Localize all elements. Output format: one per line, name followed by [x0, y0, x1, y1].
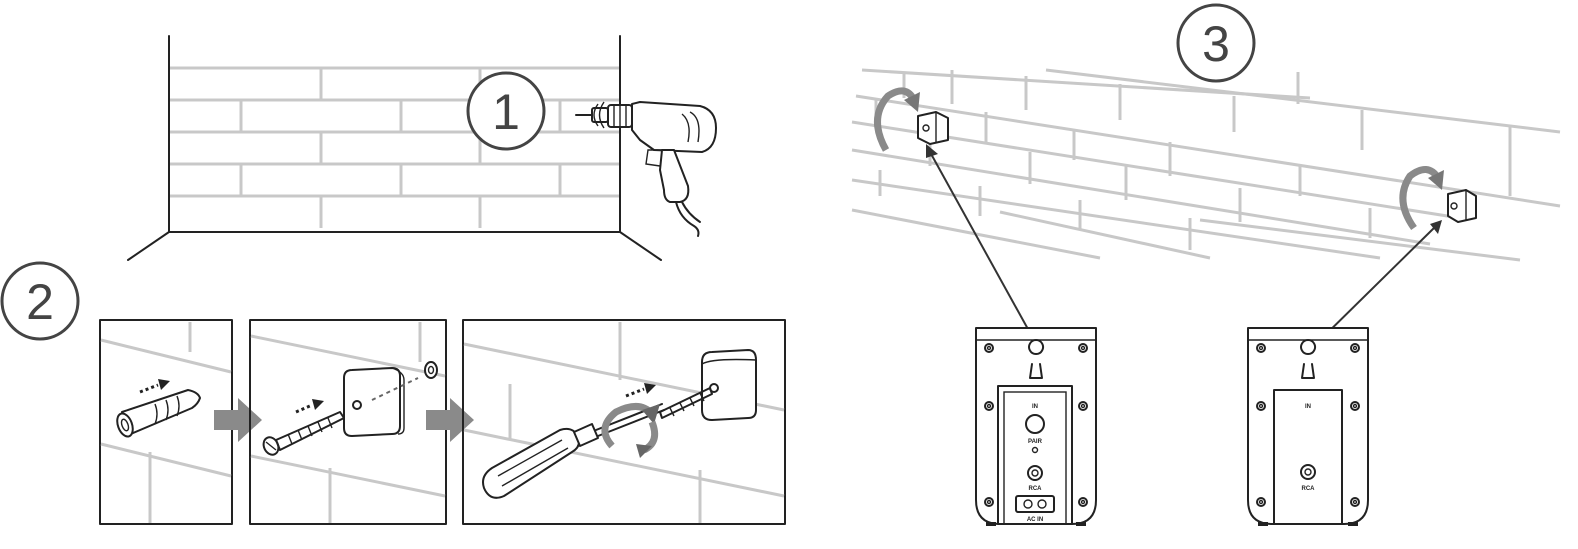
bracket-icon — [1447, 189, 1477, 223]
step-2-badge: 2 — [0, 261, 80, 341]
bracket-icon — [343, 367, 419, 437]
brick-wall-perspective — [851, 68, 1561, 262]
pointer-left — [926, 144, 1035, 341]
screw-icon — [659, 387, 713, 419]
bracket-icon — [701, 349, 757, 421]
step-1-number: 1 — [492, 84, 520, 140]
room-corner-lines — [127, 35, 662, 261]
rotate-arrow-icon — [601, 403, 660, 458]
step-2-panel-anchor — [99, 319, 233, 525]
push-direction-arrow — [139, 379, 170, 394]
step-1-wall-drilling: 1 — [127, 35, 717, 261]
step-2-number: 2 — [26, 274, 54, 330]
drill-icon — [575, 101, 717, 237]
rotate-arrow-icon — [1399, 166, 1444, 231]
brick-wall-front — [170, 66, 620, 228]
left-speaker-label-in: IN — [1032, 404, 1038, 410]
step-2-panel-screw-bracket — [249, 319, 447, 525]
left-speaker-label-pair: PAIR — [1028, 439, 1043, 445]
right-speaker-label-rca: RCA — [1302, 486, 1316, 492]
step-3-number: 3 — [1202, 16, 1230, 72]
speaker-back-right: IN RCA — [1247, 327, 1369, 526]
left-speaker-label-ac-in: AC IN — [1027, 517, 1043, 523]
speaker-back-left: IN PAIR RCA AC IN — [975, 327, 1097, 526]
push-direction-arrow — [295, 399, 324, 414]
rotate-arrow-icon — [874, 87, 920, 152]
keyhole-icon — [1300, 339, 1317, 379]
step-2-panel-screwdriver — [462, 319, 786, 525]
screw-icon — [262, 411, 345, 456]
step-3-badge: 3 — [1176, 3, 1256, 83]
left-speaker-label-rca: RCA — [1029, 486, 1043, 492]
push-direction-arrow — [625, 383, 656, 398]
washer-icon — [424, 361, 438, 379]
wall-anchor-icon — [116, 389, 201, 438]
step-1-badge: 1 — [466, 71, 546, 151]
step-2-next-arrow-2 — [426, 398, 474, 442]
keyhole-icon — [1028, 339, 1045, 379]
right-speaker-label-in: IN — [1305, 404, 1311, 410]
wall-bracket-right — [1399, 166, 1477, 231]
bracket-icon — [917, 111, 949, 145]
wall-bracket-left — [874, 87, 949, 152]
step-2-next-arrow-1 — [214, 398, 262, 442]
